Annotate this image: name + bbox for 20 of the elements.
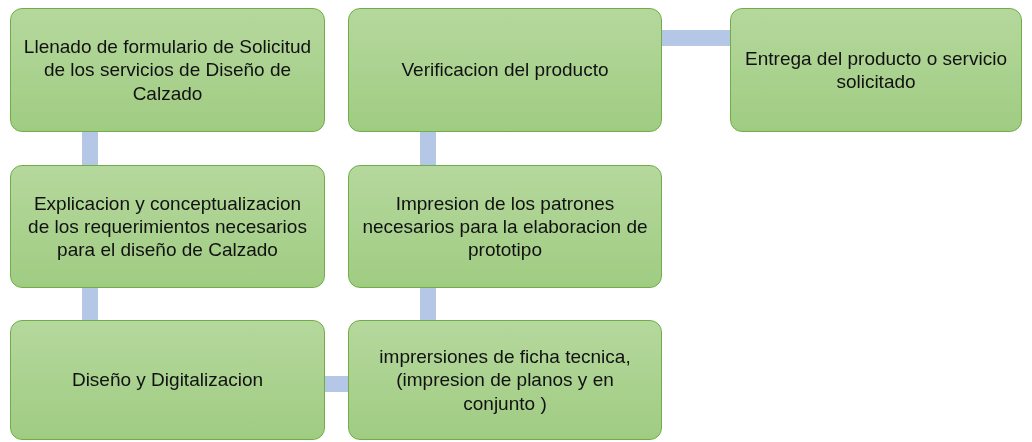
- process-box: [348, 8, 662, 132]
- process-box: [10, 320, 325, 440]
- step-text: Explicacion y conceptualizacion de los requerimientos necesarios para el diseño de Calzado: [27, 191, 308, 262]
- process-box: [730, 8, 1022, 132]
- process-box: [10, 8, 325, 132]
- connector-bar: [420, 132, 436, 165]
- step-text: Verificacion del producto: [401, 58, 609, 82]
- process-box: [10, 165, 325, 288]
- step-text: imprersiones de ficha tecnica, (impresion de planos y en conjunto ): [378, 345, 632, 415]
- step-text: Llenado de formulario de Solicitud de los servicios de Diseño de Calzado: [22, 35, 313, 105]
- connector-bar: [82, 132, 98, 165]
- process-box: [348, 320, 662, 440]
- connector-bar: [420, 288, 436, 320]
- step-text: Impresion de los patrones necesarios para la elaboracion de prototipo: [361, 191, 649, 262]
- connector-bar: [82, 288, 98, 320]
- connector-bar: [325, 376, 348, 392]
- step-text: Entrega del producto o servicio solicitado: [744, 46, 1008, 94]
- process-box: [348, 165, 662, 288]
- step-text: Diseño y Digitalizacion: [71, 368, 264, 392]
- connector-bar: [662, 30, 730, 46]
